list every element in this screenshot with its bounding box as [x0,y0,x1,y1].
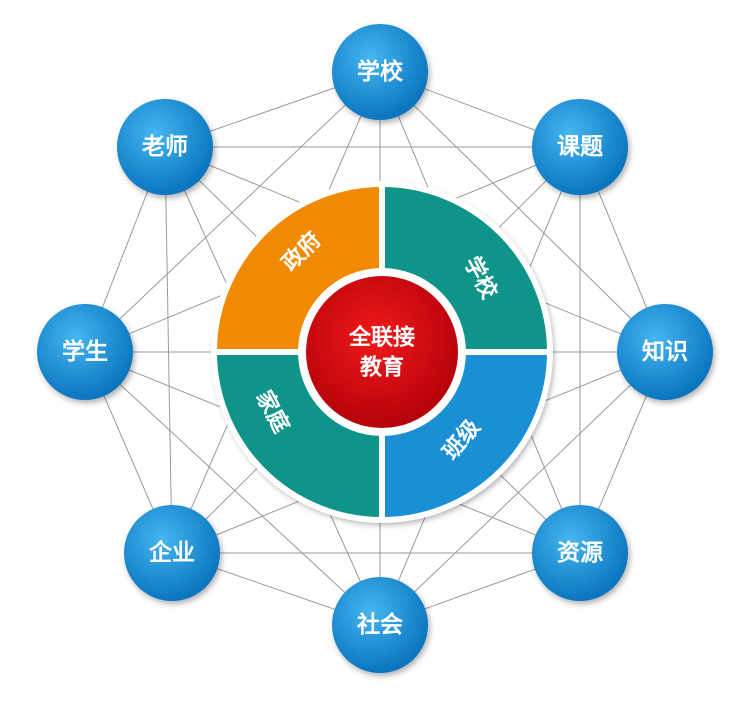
node-label: 学生 [62,338,108,365]
center-circle [306,276,458,428]
connection-line [84,351,381,626]
node-label: 资源 [557,540,603,566]
node: 学生 [37,304,133,400]
center-label-line2: 教育 [360,355,404,381]
node-label: 知识 [642,338,688,365]
node-circle [532,99,628,195]
connection-line [164,146,173,554]
node-circle [37,304,133,400]
connection-line [379,71,666,353]
node-label: 社会 [357,611,403,638]
connection-line [84,71,381,353]
connection-line [379,351,666,626]
node-label: 老师 [141,134,188,160]
node-circle [532,505,628,601]
node-circle [332,577,428,673]
node-circle [617,304,713,400]
node-circle [117,99,213,195]
node-label: 课题 [557,134,603,160]
node: 企业 [124,505,220,601]
node: 社会 [332,577,428,673]
node: 老师 [117,99,213,195]
node: 知识 [617,304,713,400]
node-circle [124,505,220,601]
node-circle [332,24,428,120]
node: 学校 [332,24,428,120]
node: 资源 [532,505,628,601]
node-label: 学校 [357,58,404,85]
node: 课题 [532,99,628,195]
center-label-line1: 全联接 [348,325,415,351]
node-label: 企业 [148,539,195,566]
